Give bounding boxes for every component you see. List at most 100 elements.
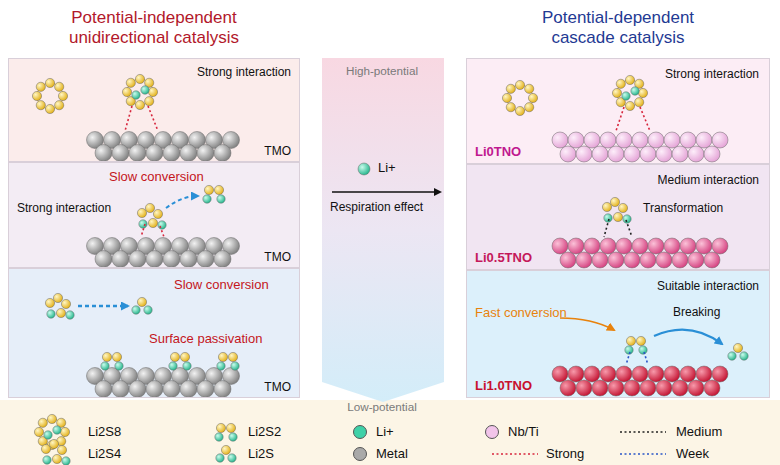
atom [733, 343, 742, 352]
interaction-line [604, 219, 609, 237]
atom [115, 362, 123, 370]
interaction-label: Suitable interaction [657, 279, 759, 293]
atom [58, 91, 67, 100]
atom [95, 381, 112, 398]
atom [135, 74, 144, 83]
atom [214, 145, 231, 162]
atom [618, 203, 627, 212]
atom [358, 163, 370, 175]
atom [525, 103, 534, 112]
atom [163, 251, 180, 268]
atom [146, 381, 163, 398]
atom [712, 238, 728, 254]
atom [584, 132, 600, 148]
legend-text: Week [676, 446, 709, 462]
panel-ground [8, 162, 300, 268]
atom [648, 366, 664, 382]
atom [635, 98, 644, 107]
atom [218, 352, 227, 361]
process-label: Surface passivation [149, 331, 262, 347]
atom [592, 380, 608, 396]
legend-text: Li+ [376, 424, 394, 440]
atom [704, 380, 720, 396]
state-panel: Strong interactionLi0TNO [466, 58, 770, 164]
atom [632, 132, 648, 148]
interaction-line [148, 106, 158, 131]
atom [616, 132, 632, 148]
atom [636, 336, 645, 345]
conversion-arrow [78, 305, 128, 307]
column-panel: Potential-dependent cascade catalysisStr… [462, 2, 774, 400]
legend-text: Li2S [248, 446, 274, 462]
material-label: Li0.5TNO [475, 250, 532, 266]
atom [34, 427, 43, 436]
atom [102, 352, 111, 361]
state-panel: Suitable interactionFast conversionBreak… [466, 270, 770, 398]
interaction-line [492, 453, 538, 455]
interaction-label: Medium interaction [658, 173, 759, 187]
atom [57, 445, 66, 454]
atom [528, 93, 537, 102]
atom [592, 146, 608, 162]
atom [600, 132, 616, 148]
atom [502, 93, 511, 102]
atom [640, 252, 656, 268]
atom [214, 381, 231, 398]
potential-gradient [322, 58, 444, 402]
atom [610, 197, 619, 206]
atom [180, 352, 189, 361]
atom [45, 298, 54, 307]
atom [740, 352, 748, 360]
atom [688, 252, 704, 268]
atom [112, 352, 121, 361]
state-panel: Slow conversionStrong interactionTMO [8, 162, 300, 268]
atom [638, 88, 647, 97]
legend-swatch [485, 425, 499, 439]
atom [608, 252, 624, 268]
atom [640, 380, 656, 396]
legend-swatch [353, 425, 367, 439]
atom [47, 310, 55, 318]
atom [137, 297, 146, 306]
legend-text: Nb/Ti [508, 424, 539, 440]
atom [626, 336, 635, 345]
atom [728, 352, 736, 360]
atom [664, 366, 680, 382]
atom [214, 185, 223, 194]
atom [146, 145, 163, 162]
atom [216, 423, 225, 432]
atom [62, 457, 70, 465]
atom [228, 352, 237, 361]
atom [55, 101, 64, 110]
atom [712, 132, 728, 148]
panel-ground [8, 58, 300, 162]
atom [688, 146, 704, 162]
atom [576, 380, 592, 396]
atom [552, 132, 568, 148]
material-label: Li0TNO [475, 144, 521, 160]
atom [506, 103, 515, 112]
atom [52, 454, 61, 463]
interaction-label: Strong interaction [197, 65, 291, 79]
atom [552, 238, 568, 254]
material-label: Li1.0TNO [475, 378, 532, 394]
atom [576, 146, 592, 162]
atom [53, 293, 62, 302]
atom [180, 251, 197, 268]
atom [592, 252, 608, 268]
interaction-line [616, 107, 624, 131]
atom [36, 101, 45, 110]
atom [616, 238, 632, 254]
atom [672, 146, 688, 162]
atom [148, 218, 157, 227]
atom [680, 132, 696, 148]
potential-band: High-potentialLow-potential [314, 56, 450, 416]
atom [624, 146, 640, 162]
column-heading: Potential-dependent cascade catalysis [518, 8, 718, 49]
atom [608, 380, 624, 396]
atom [680, 238, 696, 254]
atom [600, 366, 616, 382]
column-heading: Potential-independent unidirectional cat… [46, 8, 262, 49]
atom [704, 146, 720, 162]
atom [608, 146, 624, 162]
